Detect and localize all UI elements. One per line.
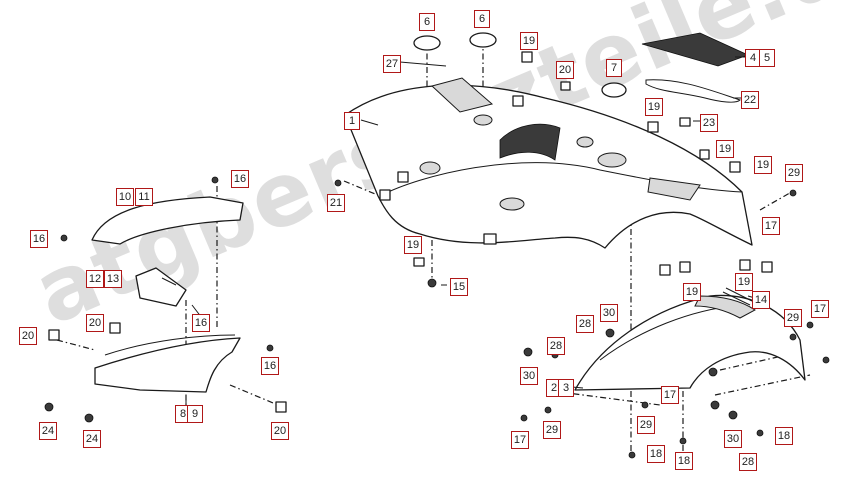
callout-5: 5 bbox=[759, 49, 775, 67]
callout-29: 29 bbox=[637, 416, 655, 434]
callout-20: 20 bbox=[271, 422, 289, 440]
callout-24: 24 bbox=[83, 430, 101, 448]
callout-19: 19 bbox=[520, 32, 538, 50]
callout-27: 27 bbox=[383, 55, 401, 73]
callout-16: 16 bbox=[30, 230, 48, 248]
callout-28: 28 bbox=[739, 453, 757, 471]
callout-20: 20 bbox=[86, 314, 104, 332]
callout-6: 6 bbox=[419, 13, 435, 31]
callout-18: 18 bbox=[675, 452, 693, 470]
callout-19: 19 bbox=[683, 283, 701, 301]
callout-28: 28 bbox=[547, 337, 565, 355]
storage-lid bbox=[641, 32, 750, 103]
callout-30: 30 bbox=[520, 367, 538, 385]
callout-14: 14 bbox=[752, 291, 770, 309]
callout-29: 29 bbox=[784, 309, 802, 327]
left-upper-trim bbox=[91, 196, 244, 245]
callout-3: 3 bbox=[558, 379, 574, 397]
callout-22: 22 bbox=[741, 91, 759, 109]
callout-20: 20 bbox=[556, 61, 574, 79]
callout-11: 11 bbox=[135, 188, 153, 206]
callout-18: 18 bbox=[775, 427, 793, 445]
left-lower-trim bbox=[94, 267, 241, 393]
callout-19: 19 bbox=[735, 273, 753, 291]
callout-21: 21 bbox=[327, 194, 345, 212]
callout-17: 17 bbox=[511, 431, 529, 449]
callout-19: 19 bbox=[404, 236, 422, 254]
callout-17: 17 bbox=[762, 217, 780, 235]
callout-18: 18 bbox=[647, 445, 665, 463]
callout-6: 6 bbox=[474, 10, 490, 28]
callout-16: 16 bbox=[261, 357, 279, 375]
front-fender bbox=[344, 77, 753, 249]
callout-29: 29 bbox=[543, 421, 561, 439]
callout-17: 17 bbox=[811, 300, 829, 318]
callout-24: 24 bbox=[39, 422, 57, 440]
callout-19: 19 bbox=[645, 98, 663, 116]
hardware-fasteners bbox=[44, 51, 830, 459]
callout-19: 19 bbox=[716, 140, 734, 158]
callout-9: 9 bbox=[187, 405, 203, 423]
callout-15: 15 bbox=[450, 278, 468, 296]
callout-30: 30 bbox=[600, 304, 618, 322]
callout-1: 1 bbox=[344, 112, 360, 130]
callout-17: 17 bbox=[661, 386, 679, 404]
callout-12: 12 bbox=[86, 270, 104, 288]
callout-19: 19 bbox=[754, 156, 772, 174]
callout-7: 7 bbox=[606, 59, 622, 77]
callout-28: 28 bbox=[576, 315, 594, 333]
callout-20: 20 bbox=[19, 327, 37, 345]
callout-23: 23 bbox=[700, 114, 718, 132]
callout-30: 30 bbox=[724, 430, 742, 448]
callout-16: 16 bbox=[192, 314, 210, 332]
callout-10: 10 bbox=[116, 188, 134, 206]
callout-29: 29 bbox=[785, 164, 803, 182]
rear-fender bbox=[574, 294, 806, 391]
callout-13: 13 bbox=[104, 270, 122, 288]
caps bbox=[413, 32, 627, 98]
callout-16: 16 bbox=[231, 170, 249, 188]
